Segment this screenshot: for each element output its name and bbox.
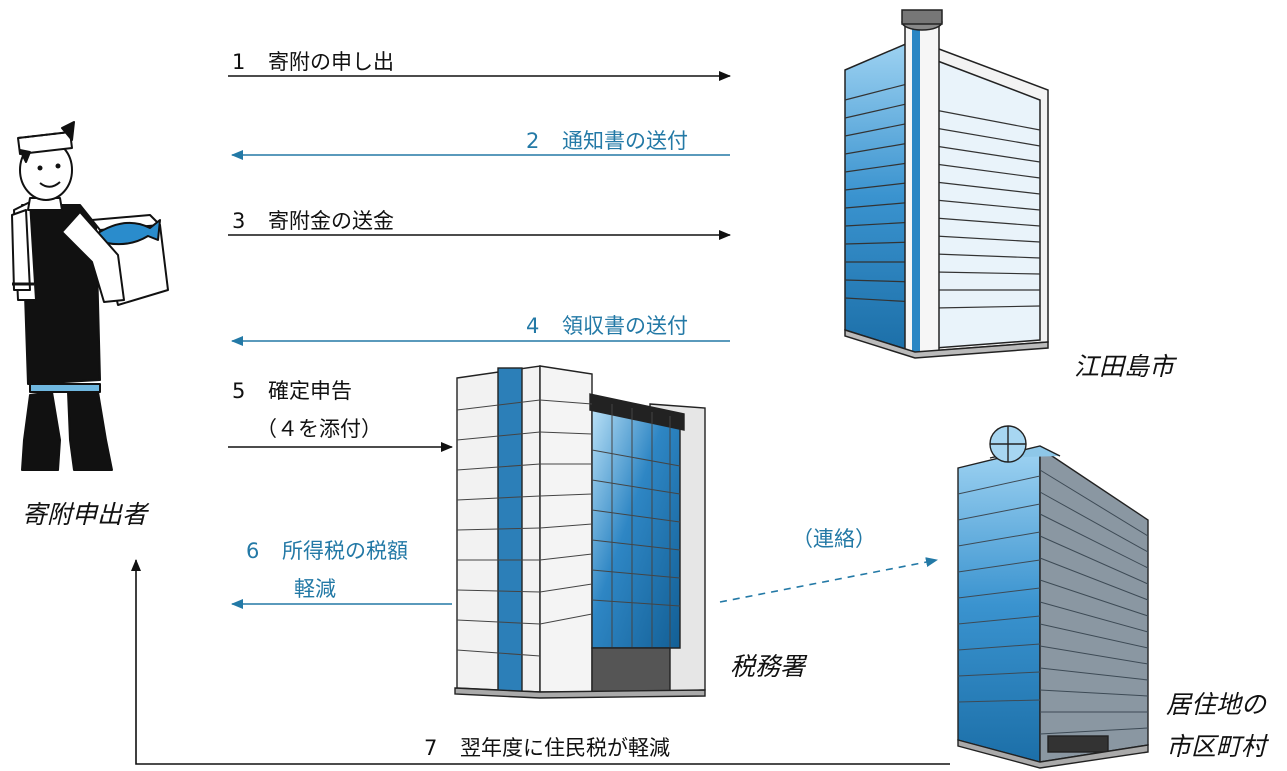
step-1-number: 1 (232, 50, 246, 74)
step-3-number: 3 (232, 209, 246, 233)
tax-office-building-icon (454, 365, 706, 699)
step-6-label: 6 所得税の税額 (246, 538, 408, 564)
step-5-text: 確定申告 (268, 379, 352, 403)
step-3-text: 寄附金の送金 (268, 209, 394, 233)
step-4-number: 4 (526, 314, 540, 338)
step-1-text: 寄附の申し出 (268, 50, 394, 74)
contact-label: （連絡） (792, 527, 876, 551)
city-label: 江田島市 (1074, 352, 1175, 381)
step-7-number: 7 (424, 736, 438, 760)
arrow-contact (719, 557, 938, 603)
step-5-label: 5 確定申告 (232, 378, 352, 404)
step-5-number: 5 (232, 379, 246, 403)
step-6-number: 6 (246, 539, 260, 563)
arrow-step-7 (131, 559, 950, 765)
step-4-text: 領収書の送付 (562, 314, 688, 338)
donor-label: 寄附申出者 (22, 500, 148, 529)
step-2-text: 通知書の送付 (562, 129, 688, 153)
step-7-label: 7 翌年度に住民税が軽減 (424, 735, 670, 761)
step-2-number: 2 (526, 129, 540, 153)
municipality-office-tower-icon (957, 425, 1149, 769)
step-6-text-line2: 軽減 (294, 577, 336, 601)
step-6-text: 所得税の税額 (282, 539, 408, 563)
tax-office-label: 税務署 (730, 652, 806, 681)
step-1-label: 1 寄附の申し出 (232, 49, 394, 75)
step-3-label: 3 寄附金の送金 (232, 208, 394, 234)
city-office-tower-icon (844, 9, 1049, 359)
step-5-text-line2: （４を添付） (256, 417, 382, 441)
municipality-label-line1: 居住地の (1166, 690, 1267, 719)
step-2-label: 2 通知書の送付 (526, 128, 688, 154)
fishmonger-person-icon (11, 121, 169, 471)
step-7-text: 翌年度に住民税が軽減 (460, 736, 670, 760)
step-4-label: 4 領収書の送付 (526, 313, 688, 339)
municipality-label-line2: 市区町村 (1166, 732, 1267, 761)
